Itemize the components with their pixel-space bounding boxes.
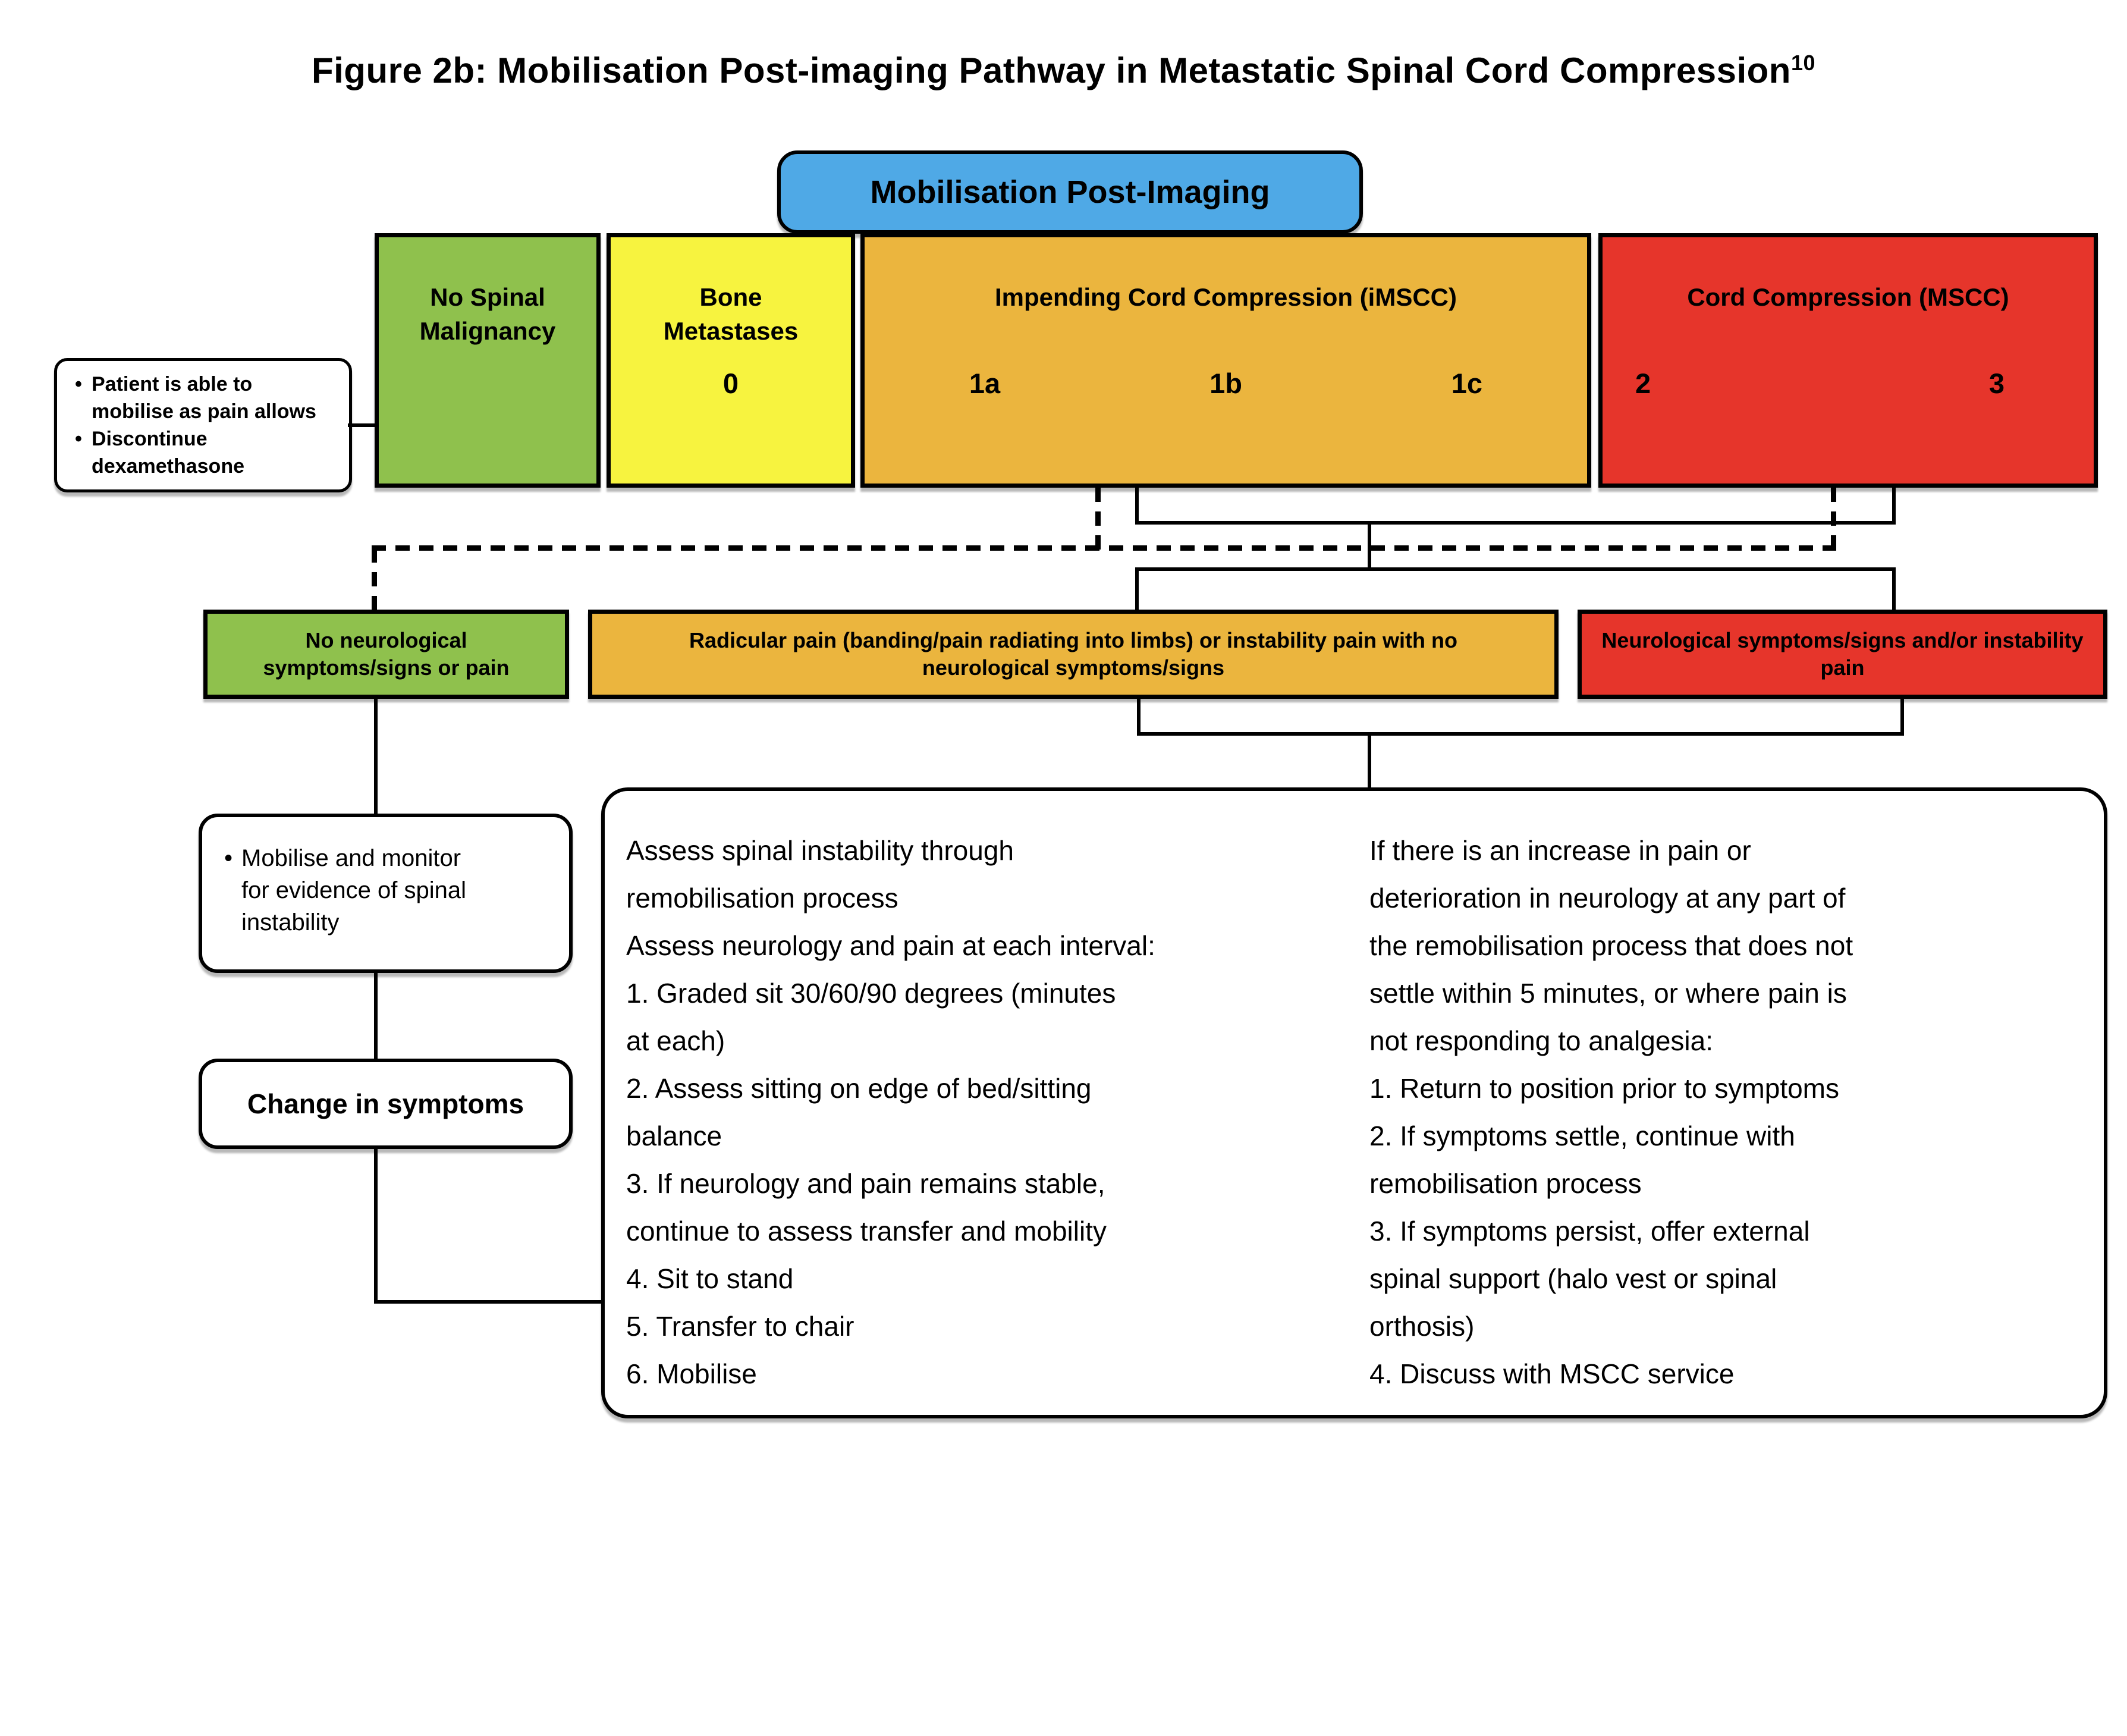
figure-title-superscript: 10 [1790,51,1815,75]
connector-to-neuro-box [1892,567,1896,612]
connector-change-to-panel [374,1300,605,1304]
grade-1b: 1b [1209,368,1242,399]
dashed-connector-horizontal [372,545,1836,551]
connector-split-bar [1135,567,1896,571]
connector-to-radicular-box [1135,567,1139,612]
grade-0: 0 [722,368,739,399]
outcome-no-symptoms: No neurological symptoms/signs or pain [203,610,569,699]
outcome-radicular-pain: Radicular pain (banding/pain radiating i… [588,610,1559,699]
advice-bullet-1-text: Patient is able to mobilise as pain allo… [92,373,316,423]
grade-3: 3 [1988,368,2005,399]
dashed-connector-mscc-down [1831,488,1836,550]
category-bone-metastases: Bone Metastases 0 [607,233,855,488]
connector-radicular-down [1137,699,1141,736]
flow-header-label: Mobilisation Post-Imaging [870,174,1270,210]
assessment-escalation-steps: If there is an increase in pain or deter… [1369,835,1853,1389]
category-cord-compression: Cord Compression (MSCC) 2 3 [1598,233,2098,488]
connector-neuro-down [1900,699,1904,736]
figure-title: Figure 2b: Mobilisation Post-imaging Pat… [0,50,2127,91]
category-label: Bone Metastases [663,283,799,345]
advice-bullet-2: • Discontinue dexamethasone [65,425,343,480]
monitor-note: • Mobilise and monitor for evidence of s… [199,814,573,973]
outcome-neurological-symptoms: Neurological symptoms/signs and/or insta… [1578,610,2107,699]
change-in-symptoms-box: Change in symptoms [199,1059,573,1149]
category-label: No Spinal Malignancy [419,283,556,345]
grade-1a: 1a [969,368,1001,399]
category-impending-cord-compression: Impending Cord Compression (iMSCC) 1a 1b… [860,233,1591,488]
bullet-icon: • [224,845,233,871]
advice-note: • Patient is able to mobilise as pain al… [54,358,352,492]
advice-bullet-1: • Patient is able to mobilise as pain al… [65,371,343,425]
bullet-icon: • [75,428,82,450]
category-grades: 2 3 [1603,367,2094,400]
figure-title-text: Figure 2b: Mobilisation Post-imaging Pat… [311,51,1791,90]
dashed-connector-to-green-outcome [372,548,377,611]
change-in-symptoms-label: Change in symptoms [247,1088,524,1119]
connector-imscc-down [1135,488,1139,525]
connector-mscc-down [1892,488,1896,525]
grade-1c: 1c [1451,368,1483,399]
connector-advice-to-category [348,423,378,427]
dashed-connector-imscc-down [1095,488,1101,550]
connector-change-down [374,1149,378,1304]
connector-green-to-monitor [374,699,378,815]
connector-merge-bar-lower [1137,732,1904,736]
category-label: Cord Compression (MSCC) [1687,283,2009,311]
category-label: Impending Cord Compression (iMSCC) [995,283,1457,311]
connector-monitor-to-change [374,973,378,1060]
category-grades: 0 [611,367,851,400]
bullet-icon: • [75,373,82,395]
assessment-remobilisation-steps: Assess spinal instability through remobi… [626,835,1155,1389]
grade-2: 2 [1635,368,1651,399]
connector-to-assessment-panel [1368,732,1371,789]
flow-header-box: Mobilisation Post-Imaging [777,150,1363,234]
category-no-spinal-malignancy: No Spinal Malignancy [375,233,601,488]
advice-bullet-2-text: Discontinue dexamethasone [92,428,244,478]
category-grades: 1a 1b 1c [865,367,1587,400]
monitor-bullet: • Mobilise and monitor for evidence of s… [215,842,558,938]
monitor-bullet-text: Mobilise and monitor for evidence of spi… [241,845,467,936]
assessment-panel: Assess spinal instability through remobi… [601,787,2107,1418]
connector-merge-bar-upper [1135,521,1896,525]
